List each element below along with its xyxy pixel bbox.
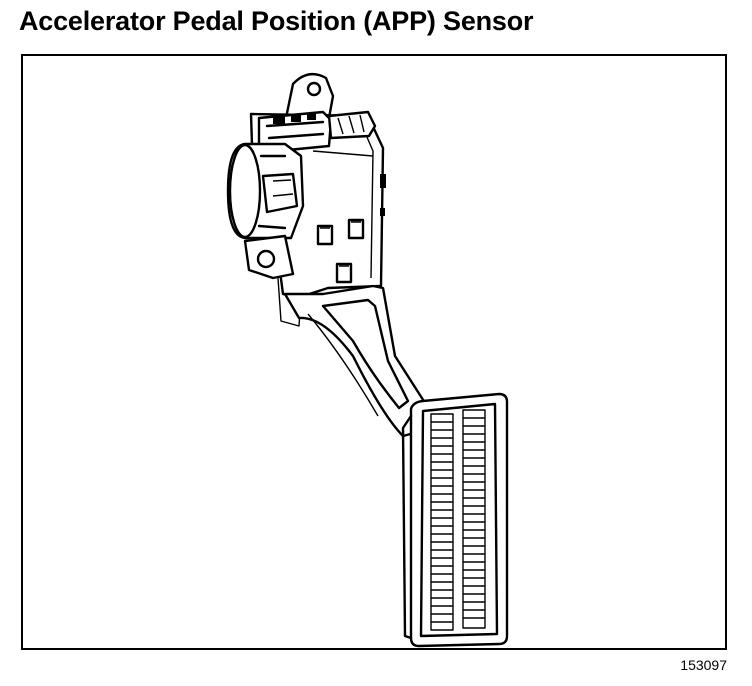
illustration-frame: [21, 54, 727, 650]
figure-number: 153097: [680, 657, 727, 673]
sensor-face: [228, 143, 262, 239]
bracket-slot-3: [335, 262, 353, 284]
pedal-pad-tread: [430, 409, 486, 631]
bracket-slot-2: [347, 218, 365, 240]
mounting-tab: [284, 72, 335, 120]
mounting-hole: [306, 81, 322, 97]
pedal-pad: [409, 392, 509, 648]
figure-title: Accelerator Pedal Position (APP) Sensor: [19, 6, 534, 36]
app-sensor-assembly-illustration: [226, 72, 509, 648]
pedal-arm: [283, 284, 429, 438]
bracket-slot-1: [316, 224, 334, 246]
